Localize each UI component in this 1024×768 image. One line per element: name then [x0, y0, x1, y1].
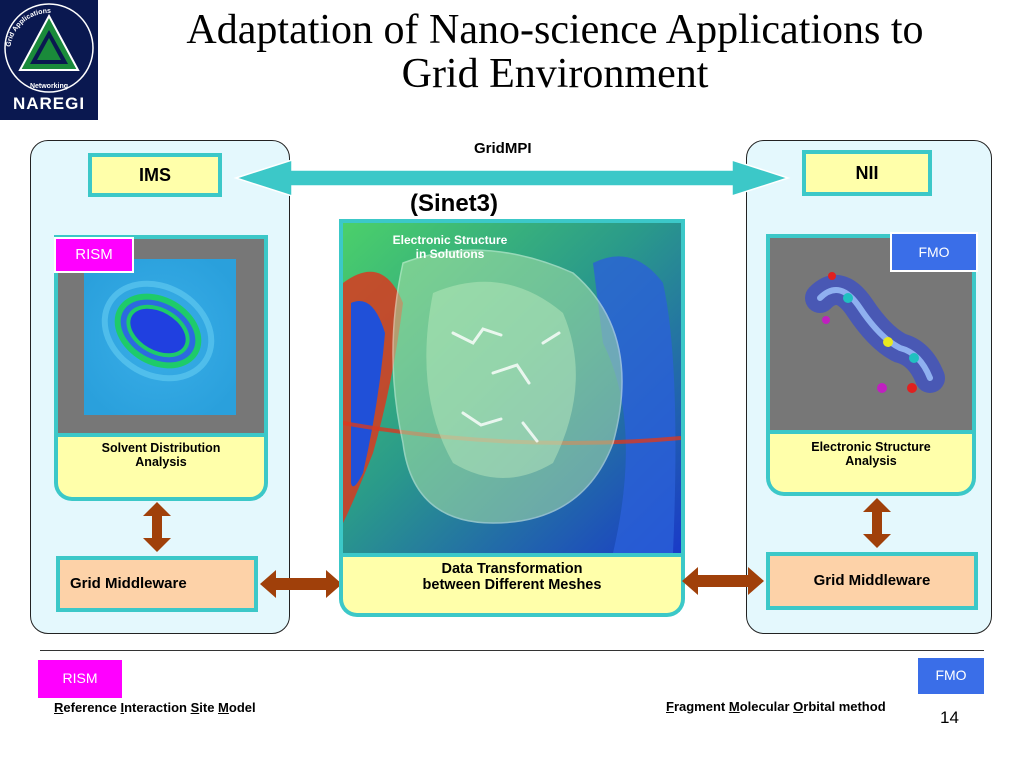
word-rest: eference — [63, 700, 121, 715]
caption-line: Solvent Distribution — [101, 441, 221, 455]
right-horizontal-arrow — [682, 567, 764, 595]
divider — [40, 650, 984, 651]
word-rest: ite — [199, 700, 219, 715]
caption-line: Data Transformation — [441, 561, 583, 577]
electronic-structure-caption: Electronic Structure Analysis — [766, 434, 976, 496]
left-horizontal-arrow — [260, 570, 342, 598]
initial: F — [666, 699, 674, 714]
title-line-1: Adaptation of Nano-science Applications … — [186, 7, 924, 53]
center-image-frame — [339, 219, 685, 557]
left-grid-middleware: Grid Middleware — [56, 556, 258, 612]
page-number: 14 — [940, 708, 959, 727]
legend-rism-tag: RISM — [38, 660, 122, 698]
word-rest: odel — [228, 700, 256, 715]
nii-site-label: NII — [802, 150, 932, 196]
rism-tag: RISM — [54, 237, 134, 273]
naregi-emblem-icon: Grid Applications Networking — [4, 3, 94, 93]
solvent-distribution-caption: Solvent Distribution Analysis — [54, 437, 268, 501]
initial: M — [218, 700, 229, 715]
caption-line: Analysis — [135, 455, 187, 469]
word-rest: nteraction — [124, 700, 191, 715]
caption-line: Electronic Structure — [392, 233, 508, 247]
legend-fmo-tag: FMO — [918, 658, 984, 694]
word-rest: ragment — [673, 699, 729, 714]
caption-line: between Different Meshes — [422, 577, 602, 593]
initial: O — [793, 699, 804, 714]
initial: M — [728, 699, 740, 714]
left-vertical-arrow — [143, 502, 171, 552]
caption-line: Electronic Structure — [811, 440, 931, 454]
fmo-definition: Fragment Molecular Orbital method — [666, 699, 886, 714]
gridmpi-label: GridMPI — [474, 140, 532, 157]
data-transformation-caption: Data Transformation between Different Me… — [339, 557, 685, 617]
word-rest: rbital method — [803, 699, 886, 714]
ims-site-label: IMS — [88, 153, 222, 197]
electronic-structure-image — [342, 223, 682, 553]
right-grid-middleware: Grid Middleware — [766, 552, 978, 610]
initial: S — [190, 700, 200, 715]
logo-name: NAREGI — [12, 94, 86, 113]
word-rest: olecular — [739, 699, 794, 714]
initial: R — [54, 700, 64, 715]
logo-bottom-label: Networking — [30, 83, 68, 90]
title-line-2: Grid Environment — [401, 51, 709, 97]
gridmpi-arrow — [233, 158, 791, 198]
caption-line: in Solutions — [415, 247, 485, 261]
slide-title: Adaptation of Nano-science Applications … — [100, 8, 1010, 96]
fmo-tag: FMO — [890, 232, 978, 272]
right-vertical-arrow — [863, 498, 891, 548]
initial: I — [120, 700, 125, 715]
caption-line: Analysis — [845, 454, 897, 468]
naregi-logo: Grid Applications Networking NAREGI — [0, 0, 98, 120]
sinet-label: (Sinet3) — [410, 190, 499, 217]
center-image-caption: Electronic Structure in Solutions — [370, 233, 530, 261]
rism-definition: Reference Interaction Site Model — [54, 700, 256, 715]
